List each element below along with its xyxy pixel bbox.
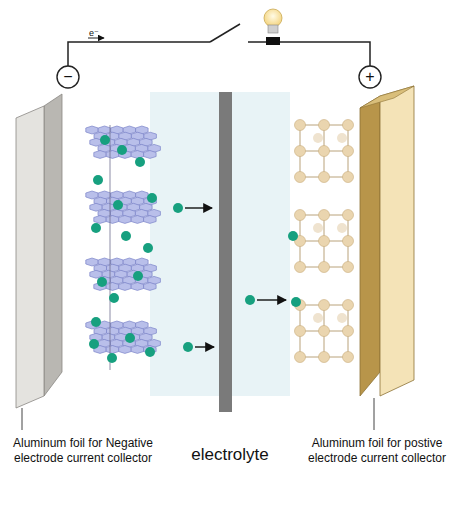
- negative-current-collector: [16, 94, 62, 430]
- circuit-wire: [68, 24, 370, 66]
- ion-arrows: [185, 208, 286, 347]
- lithium-ions: [89, 135, 301, 363]
- cathode-lattice: [295, 120, 354, 363]
- terminal-sign: +: [360, 67, 380, 87]
- negative-terminal: [57, 66, 79, 88]
- graphite-anode: [86, 125, 161, 370]
- positive-terminal: [359, 66, 381, 88]
- electron-label: e⁻: [84, 28, 104, 39]
- positive-current-collector: [360, 86, 414, 430]
- terminal-sign: −: [58, 67, 78, 87]
- separator: [219, 92, 232, 412]
- part-label: Aluminum foil for postive electrode curr…: [296, 436, 458, 466]
- light-bulb: [264, 9, 282, 45]
- part-label: electrolyte: [170, 444, 290, 465]
- part-label: Aluminum foil for Negative electrode cur…: [2, 436, 164, 466]
